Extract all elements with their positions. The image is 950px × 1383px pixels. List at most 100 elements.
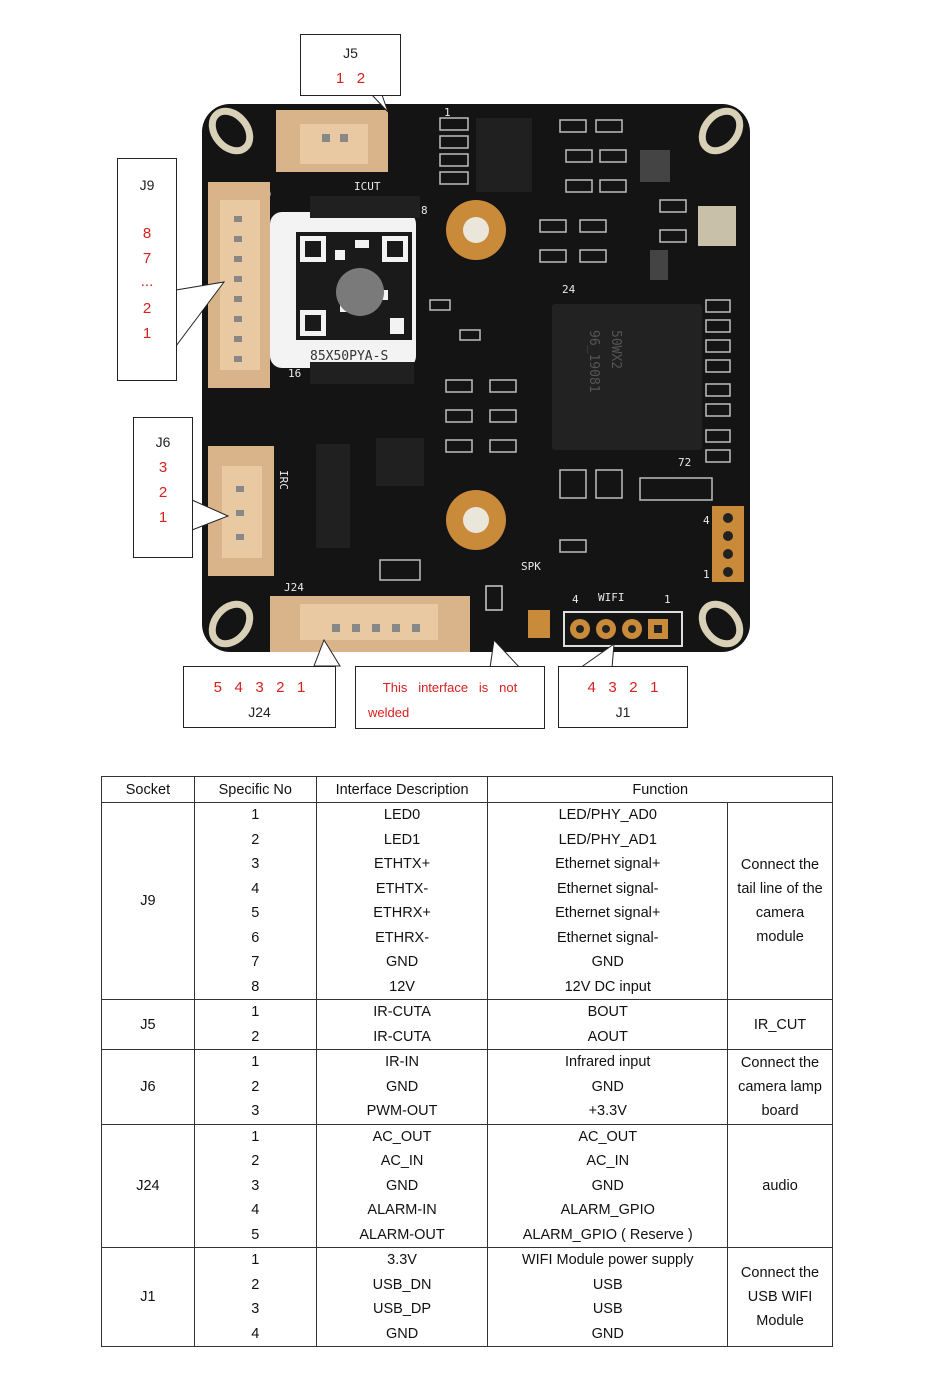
interface-description-cell: ALARM-OUT xyxy=(315,1222,489,1248)
socket-cell: J6 xyxy=(101,1049,195,1125)
callout-j1-title: J1 xyxy=(615,704,631,720)
specific-no-cell: 2 xyxy=(193,1074,317,1099)
function-cell: AC_OUT xyxy=(487,1123,729,1149)
interface-description-cell: IR-CUTA xyxy=(315,999,489,1025)
socket-cell: J1 xyxy=(101,1247,195,1347)
specific-no-cell: 6 xyxy=(193,925,317,950)
function-cell: USB xyxy=(487,1297,729,1322)
callout-j1: 4 3 2 1 J1 xyxy=(558,666,688,728)
j5-connector xyxy=(276,110,388,172)
interface-description-cell: AC_IN xyxy=(315,1149,489,1174)
pinout-table-header: Socket Specific No Interface Description… xyxy=(101,776,833,803)
specific-no-cell: 4 xyxy=(193,1198,317,1223)
function-group-note: IR_CUT xyxy=(727,999,833,1050)
function-cell: +3.3V xyxy=(487,1099,729,1125)
callout-j9-pin-2: ... xyxy=(140,273,154,290)
interface-description-cell: ETHRX- xyxy=(315,925,489,950)
socket-cell: J5 xyxy=(101,999,195,1050)
silk-8: 8 xyxy=(421,204,428,217)
interface-description-cell: GND xyxy=(315,1321,489,1347)
function-cell: 12V DC input xyxy=(487,974,729,1000)
center-pads xyxy=(446,200,506,550)
specific-no-cell: 5 xyxy=(193,1222,317,1248)
interface-description-cell: USB_DP xyxy=(315,1297,489,1322)
board-diagram: 85X50PYA-S 50WX2 96_19081 xyxy=(175,94,750,669)
interface-description-cell: AC_OUT xyxy=(315,1123,489,1149)
header-socket: Socket xyxy=(101,776,195,803)
function-cell: WIFI Module power supply xyxy=(487,1247,729,1273)
callout-j9-pin-1: 7 xyxy=(142,250,152,267)
pinout-table: Socket Specific No Interface Description… xyxy=(101,776,833,1347)
callout-j24-pins: 5 4 3 2 1 xyxy=(213,679,306,696)
silk-icut: ICUT xyxy=(354,180,381,193)
callout-note-line2: welded xyxy=(368,705,410,720)
callout-j9-pin-0: 8 xyxy=(142,225,152,242)
function-cell: Ethernet signal+ xyxy=(487,852,729,877)
function-cell: BOUT xyxy=(487,999,729,1025)
function-cell: GND xyxy=(487,1321,729,1347)
specific-no-cell: 1 xyxy=(193,999,317,1025)
function-cell: Ethernet signal- xyxy=(487,925,729,950)
j6-connector xyxy=(208,446,274,576)
callout-j24: 5 4 3 2 1 J24 xyxy=(183,666,336,728)
callout-note-line1: This interface is not xyxy=(382,680,518,695)
callout-pointers xyxy=(175,94,615,669)
header-interface-description: Interface Description xyxy=(315,776,489,803)
specific-no-cell: 3 xyxy=(193,1297,317,1322)
specific-no-cell: 7 xyxy=(193,950,317,975)
specific-no-cell: 1 xyxy=(193,1123,317,1149)
callout-j24-title: J24 xyxy=(248,704,271,720)
specific-no-cell: 8 xyxy=(193,974,317,1000)
qr-sticker: 85X50PYA-S xyxy=(270,212,416,368)
silk-4: 4 xyxy=(703,514,710,527)
function-cell: Infrared input xyxy=(487,1049,729,1075)
specific-no-cell: 1 xyxy=(193,1049,317,1075)
silk-24: 24 xyxy=(562,283,576,296)
function-group-note: Connect the tail line of the camera modu… xyxy=(727,802,833,1000)
interface-description-cell: PWM-OUT xyxy=(315,1099,489,1125)
spk-pads xyxy=(485,585,550,638)
interface-description-cell: GND xyxy=(315,950,489,975)
specific-no-cell: 3 xyxy=(193,852,317,877)
interface-description-cell: ETHTX+ xyxy=(315,852,489,877)
silk-72: 72 xyxy=(678,456,691,469)
function-cell: Ethernet signal+ xyxy=(487,901,729,926)
chip-label-1: 50WX2 xyxy=(608,330,623,369)
function-group-note: Connect the camera lamp board xyxy=(727,1049,833,1125)
specific-no-cell: 1 xyxy=(193,1247,317,1273)
function-cell: Ethernet signal- xyxy=(487,876,729,901)
small-chips xyxy=(310,118,736,548)
callout-j6-pin-1: 2 xyxy=(158,484,168,501)
interface-description-cell: ALARM-IN xyxy=(315,1198,489,1223)
interface-description-cell: LED0 xyxy=(315,802,489,828)
silk-spk: SPK xyxy=(521,560,541,573)
interface-description-cell: 3.3V xyxy=(315,1247,489,1273)
callout-j6-pin-0: 3 xyxy=(158,459,168,476)
function-group-note: audio xyxy=(727,1123,833,1248)
callout-j5-pins: 1 2 xyxy=(335,70,366,87)
specific-no-cell: 2 xyxy=(193,1272,317,1297)
silk-wifi-4: 4 xyxy=(572,593,579,606)
specific-no-cell: 3 xyxy=(193,1099,317,1125)
j24-connector xyxy=(270,596,470,652)
function-cell: GND xyxy=(487,950,729,975)
callout-j6: J6 3 2 1 xyxy=(133,417,193,558)
smd-parts xyxy=(379,117,731,581)
callout-j5-title: J5 xyxy=(343,45,358,61)
interface-description-cell: 12V xyxy=(315,974,489,1000)
interface-description-cell: USB_DN xyxy=(315,1272,489,1297)
function-cell: GND xyxy=(487,1074,729,1099)
silk-wifi-1: 1 xyxy=(664,593,671,606)
callout-j5: J5 1 2 xyxy=(300,34,401,96)
interface-description-cell: ETHRX+ xyxy=(315,901,489,926)
